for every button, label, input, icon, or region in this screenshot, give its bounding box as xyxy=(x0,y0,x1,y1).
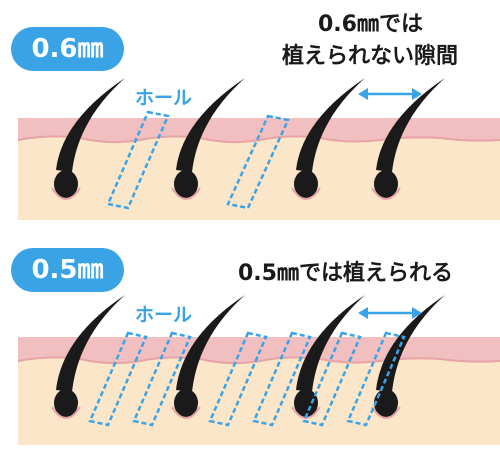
hole-outline xyxy=(346,331,406,427)
hole-outline xyxy=(226,114,290,210)
hair-follicle xyxy=(51,78,125,200)
skin-epidermis-edge xyxy=(17,356,500,365)
skin-epidermis xyxy=(18,337,500,364)
hair-follicle xyxy=(371,295,445,419)
panel-0-6mm: ホール 0.6㎜ 0.6㎜では 植えられない隙間 xyxy=(11,12,500,220)
panel-0-5mm: ホール 0.5㎜ 0.5㎜では植えられる xyxy=(0,225,500,450)
hair-follicle xyxy=(51,295,125,419)
skin-epidermis-edge xyxy=(17,135,500,144)
hole-outline xyxy=(302,331,362,427)
hole-outline xyxy=(252,331,312,427)
hole-outline xyxy=(106,110,170,210)
skin-diagram-0-6mm: ホール xyxy=(17,78,500,220)
hair-follicle xyxy=(171,78,245,200)
hole-outline xyxy=(208,331,268,427)
hair-follicle xyxy=(371,78,445,200)
hole-outline xyxy=(132,331,192,427)
hair-follicle xyxy=(171,295,245,419)
caption-line-2: 植えられない隙間 xyxy=(282,44,459,69)
size-badge: 0.6㎜ xyxy=(11,27,124,71)
hole-outline xyxy=(88,331,148,427)
hole-label: ホール xyxy=(135,87,192,109)
caption-line-1: 0.5㎜では植えられる xyxy=(238,261,453,286)
gap-arrow xyxy=(358,88,422,100)
gap-arrow xyxy=(358,307,422,319)
hole-label: ホール xyxy=(135,304,192,326)
skin-epidermis xyxy=(18,118,500,143)
caption-line-1: 0.6㎜では xyxy=(318,12,423,37)
hair-follicle xyxy=(291,78,365,200)
size-badge: 0.5㎜ xyxy=(11,248,124,292)
skin-diagram-0-5mm: ホール xyxy=(17,295,500,445)
